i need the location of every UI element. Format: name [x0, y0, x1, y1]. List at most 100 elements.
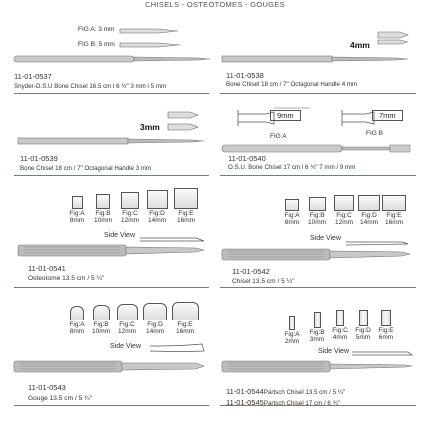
fig-size: 6mm [378, 334, 394, 341]
fig-label: Fig:C [119, 321, 135, 328]
fig-size: 5mm [355, 334, 371, 341]
side-view-profile-icon [352, 351, 414, 356]
blade-profile-icon [121, 192, 139, 209]
tip-size-label: 4mm [350, 40, 370, 50]
chisel-tip-detail-icon [167, 111, 199, 131]
gouge-profile-icon [70, 306, 84, 320]
bone-chisel-octagonal-image [221, 55, 409, 63]
product-description: O.S.U. Bone Chisel 17 cm l 6 ¾" 7 mm / 9… [228, 164, 356, 171]
blade-profile-icon [358, 195, 380, 211]
fig-e-option: Fig:E 16mm [170, 302, 200, 335]
blade-profile-icon [336, 310, 344, 326]
fig-label: Fig:E [386, 212, 402, 219]
fig-a-label: FIG A [270, 133, 287, 140]
fig-label: Fig:C [122, 210, 138, 217]
fig-label: Fig:E [378, 327, 394, 334]
product-description: Bone Chisel 18 cm / 7" Octagonal Handle … [20, 165, 152, 172]
product-code: 11-01-0538 [226, 71, 264, 80]
fig-label: Fig:A [69, 210, 85, 217]
fig-d-option: Fig:D 14mm [143, 190, 171, 224]
product-code: 11-01-0539 [20, 154, 58, 163]
product-description: Chisel 13.5 cm / 5 ¼" [232, 278, 295, 285]
fig-d-option: Fig:D 5mm [352, 310, 374, 341]
product-description: Bone Chisel 18 cm / 7" Octagonal Handle … [226, 81, 358, 88]
section-divider [220, 405, 416, 406]
fig-label: Fig:A [284, 331, 300, 338]
fig-e-option: Fig:E 16mm [171, 188, 201, 224]
fig-b-option: Fig:B 3mm [306, 312, 328, 343]
fig-size: 8mm [69, 217, 85, 224]
product-description: Osteotome 13.5 cm / 5 ¼" [28, 275, 105, 282]
bone-chisel-image [13, 55, 211, 63]
fig-c-option: Fig:C 12mm [113, 304, 141, 335]
section-divider [14, 405, 209, 406]
fig-size: 16mm [384, 219, 404, 226]
fig-a-option: Fig:A 8mm [66, 196, 88, 224]
section-divider [14, 287, 209, 288]
product-code: 11-01-0545 [226, 398, 264, 407]
fig-label: Fig:D [355, 327, 371, 334]
gouge-profile-icon [116, 304, 138, 320]
product-code: 11-01-0543 [28, 383, 66, 392]
fig-size: 16mm [176, 217, 196, 224]
fig-b-tip-icon [341, 110, 375, 126]
fig-b-option: Fig:B 10mm [89, 305, 113, 335]
side-view-label: Side View [110, 343, 142, 350]
partsch-chisel-image [221, 360, 413, 373]
blade-profile-icon [334, 195, 354, 211]
fig-size: 10mm [93, 217, 113, 224]
gouge-image [13, 360, 205, 373]
product-description: Snyder-O.S.U Bone Chisel 16.5 cm l 6 ½" … [14, 83, 167, 90]
fig-size: 12mm [117, 328, 137, 335]
fig-size: 8mm [69, 328, 85, 335]
fig-label: Fig:B [93, 321, 109, 328]
fig-e-option: Fig:E 6mm [375, 310, 397, 341]
chisel-tip-detail-icon [119, 28, 181, 48]
fig-a-size-badge: 9mm [270, 110, 301, 121]
product-description: Gouge 13.5 cm / 5 ¼" [28, 395, 92, 402]
fig-label: Fig:D [149, 210, 165, 217]
fig-c-option: Fig:C 12mm [117, 192, 143, 224]
fig-label: Fig:E [177, 321, 193, 328]
fig-d-option: Fig:D 14mm [141, 303, 169, 335]
fig-label: Fig:B [309, 212, 325, 219]
fig-size: 10mm [307, 219, 327, 226]
fig-a-label: FIG A: 3 mm [78, 26, 115, 33]
fig-size: 8mm [284, 219, 300, 226]
product-code: 11-01-0540 [228, 154, 266, 163]
gouge-profile-icon [143, 303, 167, 320]
gouge-profile-icon [171, 302, 199, 320]
section-divider [14, 93, 209, 94]
fig-e-option: Fig:E 16mm [380, 195, 408, 226]
fig-b-option: Fig:B 10mm [304, 197, 330, 226]
catalog-header: CHISELS - OSTEOTOMES - GOUGES [145, 0, 285, 9]
blade-profile-icon [285, 199, 299, 211]
fig-size: 12mm [334, 219, 354, 226]
osu-bone-chisel-image [221, 144, 411, 153]
fig-b-label: FIG B [366, 130, 383, 137]
fig-label: Fig:C [332, 327, 348, 334]
osteotome-image [17, 244, 205, 257]
fig-c-option: Fig:C 4mm [329, 310, 351, 341]
blade-profile-icon [382, 195, 406, 211]
product-code: 11-01-0542 [232, 267, 270, 276]
side-view-label: Side View [104, 232, 136, 239]
fig-label: Fig:C [336, 212, 352, 219]
product-description: Partsch Chisel 17 cm / 6 ¾" [263, 400, 340, 407]
fig-label: Fig:B [95, 210, 111, 217]
tip-size-label: 3mm [140, 122, 160, 132]
blade-profile-icon [71, 196, 83, 209]
fig-label: Fig:A [284, 212, 300, 219]
product-description: Partsch Chisel 13.5 cm / 5 ¼" [263, 389, 346, 396]
blade-profile-icon [308, 197, 326, 211]
side-view-profile-icon [149, 343, 205, 352]
fig-size: 14mm [147, 217, 167, 224]
side-view-label: Side View [310, 235, 342, 242]
fig-b-label: FIG B: 5 mm [78, 41, 115, 48]
side-view-profile-icon [345, 241, 409, 246]
product-line-2: 11-01-0545Partsch Chisel 17 cm / 6 ¾" [226, 392, 340, 410]
fig-a-option: Fig:A 2mm [282, 316, 302, 345]
fig-size: 12mm [120, 217, 140, 224]
chisel-image [221, 248, 411, 261]
fig-size: 2mm [284, 338, 300, 345]
